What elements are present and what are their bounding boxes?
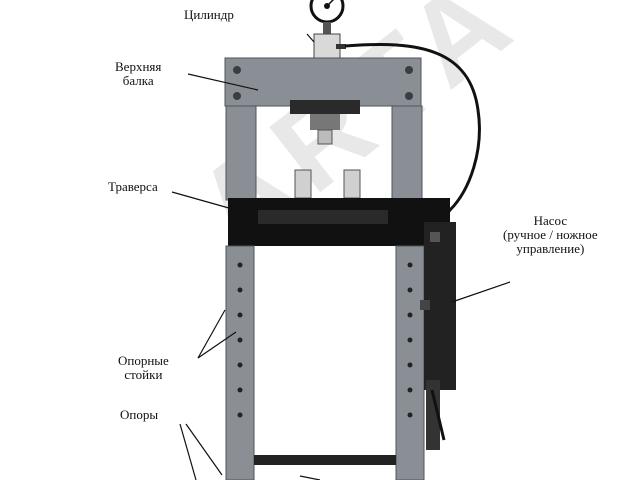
label-pump-line3: управление) [516,241,585,256]
cylinder [313,33,346,59]
label-top-beam-line2: балка [122,73,154,88]
label-traverse: Траверса [108,179,158,194]
top-beam [224,57,422,107]
traverse [228,198,450,246]
leader-lines [171,33,511,480]
label-pump: Насос (ручное / ножное управление) [503,214,598,256]
press-block-left [294,169,312,199]
label-top-beam: Верхняя балка [115,60,161,88]
label-support-posts: Опорные стойки [118,354,169,382]
base-bar [254,455,396,465]
label-support-posts-line1: Опорные [118,353,169,368]
piston [290,100,360,145]
label-support-posts-line2: стойки [124,367,163,382]
upper-post-left [225,105,257,201]
label-supports: Опоры [120,407,159,422]
label-pump-line1: Насос [533,213,568,228]
pump [420,222,456,450]
upper-post-right [391,105,423,201]
press-block-right [343,169,361,199]
hydraulic-hose [344,43,481,223]
label-cylinder: Цилиндр [184,7,234,22]
pressure-gauge-icon [309,0,345,34]
label-pump-line2: (ручное / ножное [503,227,598,242]
label-top-beam-line1: Верхняя [115,59,162,74]
support-posts [225,245,425,480]
